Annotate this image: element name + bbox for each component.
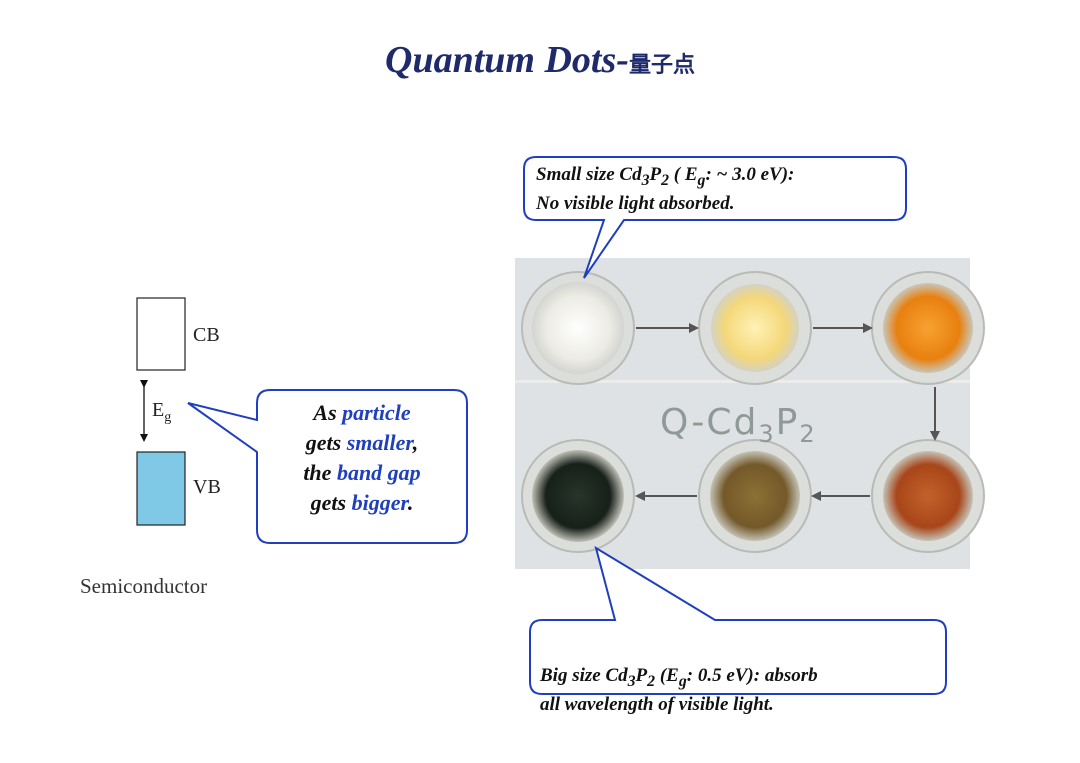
dir-w6: the [303,460,337,485]
dir-line-3: the band gap [262,458,462,488]
sample-dish-3 [871,271,985,385]
title-main: Quantum Dots- [385,39,629,81]
dir-w9: bigger [351,490,408,515]
sample-dish-5 [698,439,812,553]
dir-w2: particle [342,400,411,425]
eg-label: Eg [152,399,171,426]
eg-main: E [152,399,165,421]
dir-w5: , [412,430,419,455]
sample-dish-6 [521,439,635,553]
photo-label-a: Q-Cd [660,402,759,443]
dir-w8: gets [310,490,352,515]
dir-line-2: gets smaller, [262,428,462,458]
sample-dish-2 [698,271,812,385]
callout-small-bubble [523,156,907,279]
eg-sub: g [164,410,172,425]
callout-direction-bubble [187,389,468,544]
big-l1-c: P [635,665,648,686]
dir-w10: . [407,490,414,515]
dir-w1: As [313,400,343,425]
big-l1-e: (E [655,665,679,686]
big-l1-g: : 0.5 eV): absorb [686,665,818,686]
small-l1-d: 2 [661,171,670,189]
dir-w3: gets [305,430,347,455]
small-l1-f: g [697,171,706,189]
callout-big-text: Big size Cd3P2 (Eg: 0.5 eV): absorb all … [540,664,950,716]
callout-big-line-2: all wavelength of visible light. [540,693,774,715]
dir-w4: smaller [346,430,413,455]
small-l1-e: ( E [669,164,698,185]
callout-small-line-2: No visible light absorbed. [536,192,735,214]
semiconductor-label: Semiconductor [80,574,208,598]
big-l1-f: g [678,672,687,690]
dir-line-1: As particle [262,398,462,428]
big-l1-b: 3 [627,672,636,690]
small-l1-g: : ~ 3.0 eV): [705,164,795,185]
photo-label-c: P [775,402,800,443]
conduction-band-box [136,297,186,371]
callout-small-line-1: Small size Cd3P2 ( Eg: ~ 3.0 eV): [536,163,906,192]
photo-label: Q-Cd3P2 [660,402,817,448]
photo-label-b: 3 [758,420,776,449]
dir-line-4: gets bigger. [262,488,462,518]
sample-dish-1 [521,271,635,385]
callout-big-line-1: Big size Cd3P2 (Eg: 0.5 eV): absorb [540,664,950,693]
sample-dish-4 [871,439,985,553]
title-chinese: 量子点 [628,53,695,78]
big-l1-d: 2 [647,672,656,690]
cb-label: CB [193,324,220,346]
dir-w7: band gap [336,460,421,485]
callout-direction-text: As particle gets smaller, the band gap g… [262,398,462,518]
small-l1-c: P [649,164,662,185]
photo-label-d: 2 [799,420,817,449]
small-l1-a: Small size Cd [536,164,642,185]
big-l1-a: Big size Cd [540,665,628,686]
callout-small-text: Small size Cd3P2 ( Eg: ~ 3.0 eV): No vis… [536,163,906,215]
small-l1-b: 3 [641,171,650,189]
page-title: Quantum Dots-量子点 [0,38,1080,82]
valence-band-box [136,451,186,526]
callout-big-bubble [529,545,947,695]
vb-label: VB [193,476,221,498]
